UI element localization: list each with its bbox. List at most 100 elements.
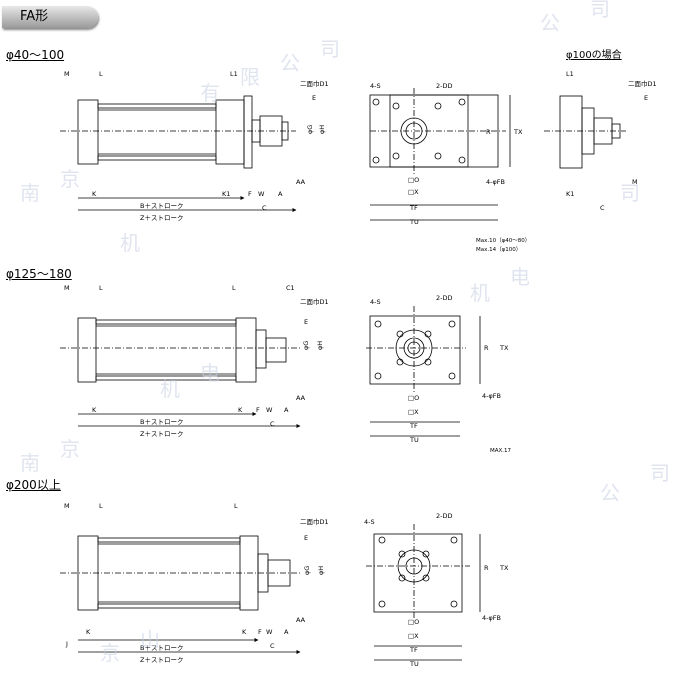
label-x-2: □X bbox=[408, 408, 419, 416]
label-c-3: C bbox=[270, 642, 275, 650]
label-tx-2: TX bbox=[499, 344, 509, 352]
label-s-1: 4-S bbox=[370, 82, 381, 90]
label-l-3b: L bbox=[234, 502, 238, 510]
watermark-char: 有 bbox=[200, 81, 220, 105]
label-fb-2: 4-φFB bbox=[482, 392, 501, 400]
label-l-2: L bbox=[99, 284, 103, 292]
label-tf-1: TF bbox=[409, 204, 418, 212]
label-c-alt: C bbox=[600, 204, 605, 212]
note-max17: MAX.17 bbox=[490, 448, 512, 454]
label-l1-alt: L1 bbox=[566, 70, 574, 78]
label-j-3: J bbox=[65, 640, 68, 648]
label-k1-alt: K1 bbox=[566, 190, 574, 198]
watermark-char: 京 bbox=[60, 437, 80, 461]
label-f-3: F bbox=[258, 628, 262, 636]
section-title-40-100: φ40～100 bbox=[6, 48, 65, 62]
label-x-1: □X bbox=[408, 188, 419, 196]
label-g-2: φG bbox=[302, 341, 310, 350]
label-c-2: C bbox=[270, 420, 275, 428]
watermark-char: 山 bbox=[140, 627, 160, 651]
end-view-3 bbox=[366, 524, 470, 620]
note-max14: Max.14（φ100） bbox=[476, 246, 521, 253]
label-f-2: F bbox=[256, 406, 260, 414]
label-tu-2: TU bbox=[409, 436, 419, 444]
label-tx-1: TX bbox=[513, 128, 523, 136]
watermark-char: 司 bbox=[320, 37, 340, 61]
note-max10: Max.10（φ40～80） bbox=[476, 237, 530, 244]
label-d1-3: 二面巾D1 bbox=[300, 517, 329, 526]
watermark-char: 司 bbox=[620, 181, 640, 205]
watermark-char: 电 bbox=[200, 361, 220, 385]
label-h-3: φH bbox=[317, 566, 325, 575]
label-k-3: K bbox=[86, 628, 91, 636]
label-d1-1: 二面巾D1 bbox=[300, 79, 329, 88]
label-fb-3: 4-φFB bbox=[482, 614, 501, 622]
section-title-200-up: φ200以上 bbox=[6, 478, 61, 492]
label-x-3: □X bbox=[408, 632, 419, 640]
watermark-char: 限 bbox=[240, 65, 260, 89]
label-o-1: □O bbox=[408, 176, 419, 184]
watermark-char: 司 bbox=[590, 0, 610, 21]
label-m-1: M bbox=[64, 70, 70, 78]
label-z-2: Z＋ストローク bbox=[140, 430, 183, 438]
label-f-1: F bbox=[248, 190, 252, 198]
label-a-3: A bbox=[284, 628, 289, 636]
label-w-3: W bbox=[266, 628, 273, 636]
label-a-1: A bbox=[278, 190, 283, 198]
label-tu-1: TU bbox=[409, 218, 419, 226]
label-c-1: C bbox=[262, 204, 267, 212]
section-title-100-case: φ100の場合 bbox=[566, 50, 622, 61]
end-view-2 bbox=[366, 306, 466, 392]
label-b-2: B＋ストローク bbox=[140, 418, 183, 426]
watermark-char: 京 bbox=[60, 167, 80, 191]
label-k-2: K bbox=[92, 406, 97, 414]
watermark-char: 公 bbox=[600, 481, 620, 505]
label-dd-3: 2-DD bbox=[436, 512, 453, 520]
label-m-3: M bbox=[64, 502, 70, 510]
watermark-char: 机 bbox=[470, 281, 490, 305]
side-view-3 bbox=[60, 535, 300, 611]
label-e-3: E bbox=[304, 534, 308, 542]
label-g-1: φG bbox=[306, 125, 314, 134]
label-e-alt: E bbox=[644, 94, 648, 102]
label-w-2: W bbox=[266, 406, 273, 414]
watermark-char: 南 bbox=[20, 181, 40, 205]
label-l-2b: L bbox=[232, 284, 236, 292]
label-e-2: E bbox=[304, 318, 308, 326]
label-r-3: R bbox=[484, 564, 489, 572]
label-l1-1: L1 bbox=[230, 70, 238, 78]
label-tu-3: TU bbox=[409, 660, 419, 668]
label-m-alt: M bbox=[632, 178, 638, 186]
label-d1-2: 二面巾D1 bbox=[300, 297, 329, 306]
watermark-char: 司 bbox=[650, 461, 670, 485]
model-tag: FA形 bbox=[2, 6, 98, 28]
label-b-3: B＋ストローク bbox=[140, 644, 183, 652]
label-k1-1: K1 bbox=[222, 190, 230, 198]
label-aa-1: AA bbox=[296, 178, 306, 186]
label-c1-2: C1 bbox=[286, 284, 295, 292]
label-h-2: φH bbox=[316, 341, 324, 350]
label-dd-1: 2-DD bbox=[436, 82, 453, 90]
alt-view-100 bbox=[544, 95, 626, 169]
label-k-3b: K bbox=[242, 628, 247, 636]
label-w-1: W bbox=[258, 190, 265, 198]
label-fb-1: 4-φFB bbox=[486, 178, 505, 186]
section-title-125-180: φ125～180 bbox=[6, 267, 72, 281]
label-l-1: L bbox=[99, 70, 103, 78]
label-o-3: □O bbox=[408, 618, 419, 626]
dimension-lines bbox=[78, 95, 511, 661]
label-aa-2: AA bbox=[296, 394, 306, 402]
label-m-2: M bbox=[64, 284, 70, 292]
label-dd-2: 2-DD bbox=[436, 294, 453, 302]
label-s-2: 4-S bbox=[370, 298, 381, 306]
label-tf-2: TF bbox=[409, 422, 418, 430]
watermark-char: 机 bbox=[160, 377, 180, 401]
label-z-3: Z＋ストローク bbox=[140, 656, 183, 664]
label-o-2: □O bbox=[408, 394, 419, 402]
end-view-1 bbox=[369, 88, 506, 176]
label-k-1: K bbox=[92, 190, 97, 198]
label-h-1: φH bbox=[318, 125, 326, 134]
label-e-1: E bbox=[312, 94, 316, 102]
watermark-char: 机 bbox=[120, 231, 140, 255]
